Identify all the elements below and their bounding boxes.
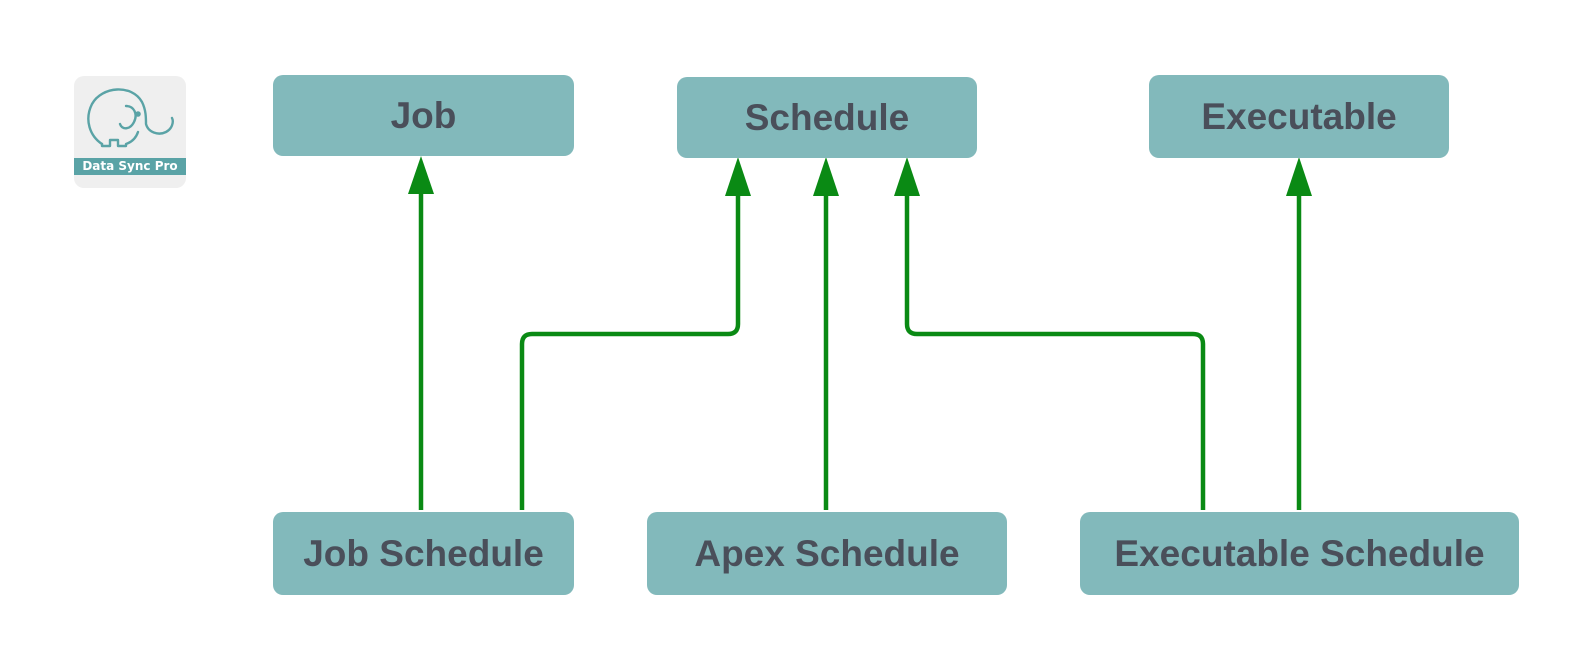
data-sync-pro-logo: Data Sync Pro [74, 76, 186, 188]
node-executable: Executable [1149, 75, 1449, 158]
arrow-job-schedule-to-schedule [519, 188, 741, 510]
arrowhead-schedule-right [894, 157, 920, 196]
node-apex-schedule: Apex Schedule [647, 512, 1007, 595]
elephant-icon [87, 88, 174, 148]
logo-label: Data Sync Pro [74, 158, 186, 175]
node-job-schedule: Job Schedule [273, 512, 574, 595]
arrowhead-job [408, 156, 434, 194]
node-executable-schedule: Executable Schedule [1080, 512, 1519, 595]
arrow-executable-schedule-to-schedule [904, 188, 1206, 510]
arrowhead-executable [1286, 157, 1312, 196]
arrowhead-schedule-center [813, 157, 839, 196]
arrowhead-schedule-left [725, 157, 751, 196]
node-schedule: Schedule [677, 77, 977, 158]
node-job: Job [273, 75, 574, 156]
